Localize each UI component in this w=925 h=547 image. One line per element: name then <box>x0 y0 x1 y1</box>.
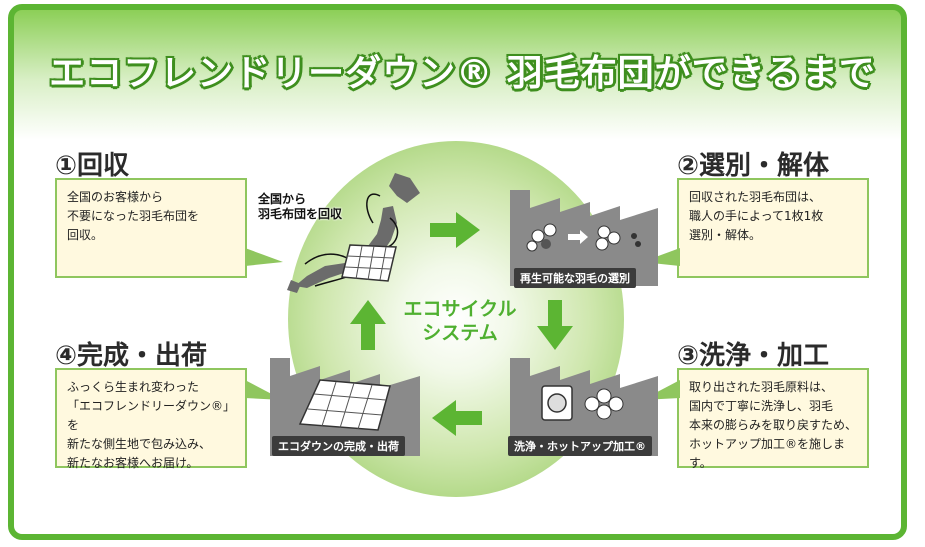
page-title: エコフレンドリーダウン® 羽毛布団ができるまで <box>49 53 876 94</box>
step-3-box: 取り出された羽毛原料は、 国内で丁寧に洗浄し、羽毛 本来の膨らみを取り戻すため、… <box>677 368 869 470</box>
step-4-title: ④完成・出荷 <box>55 341 208 371</box>
step-1-pointer <box>245 248 283 266</box>
arrow-right-icon <box>430 212 480 248</box>
collect-label: 全国から 羽毛布団を回収 <box>258 192 343 221</box>
arrow-down-icon <box>537 300 573 350</box>
step-1-title: ①回収 <box>55 151 130 181</box>
select-label: 再生可能な羽毛の選別 <box>514 268 636 288</box>
step-1-box: 全国のお客様から 不要になった羽毛布団を 回収。 <box>55 178 247 278</box>
arrow-left-icon <box>432 400 482 436</box>
step-3-title: ③洗浄・加工 <box>677 341 830 371</box>
ship-label: エコダウンの完成・出荷 <box>272 436 405 456</box>
step-2-box: 回収された羽毛布団は、 職人の手によって1枚1枚 選別・解体。 <box>677 178 869 278</box>
step-4-box: ふっくら生まれ変わった 「エコフレンドリーダウン®」を 新たな側生地で包み込み、… <box>55 368 247 470</box>
wash-factory-icon <box>510 358 658 456</box>
arrow-up-icon <box>350 300 386 350</box>
eco-cycle-label: エコサイクル システム <box>403 298 517 344</box>
wash-label: 洗浄・ホットアップ加工® <box>508 436 652 456</box>
step-2-title: ②選別・解体 <box>677 151 830 181</box>
ship-factory-icon <box>270 358 420 456</box>
select-factory-icon <box>510 190 658 286</box>
futon-icon <box>341 244 397 282</box>
